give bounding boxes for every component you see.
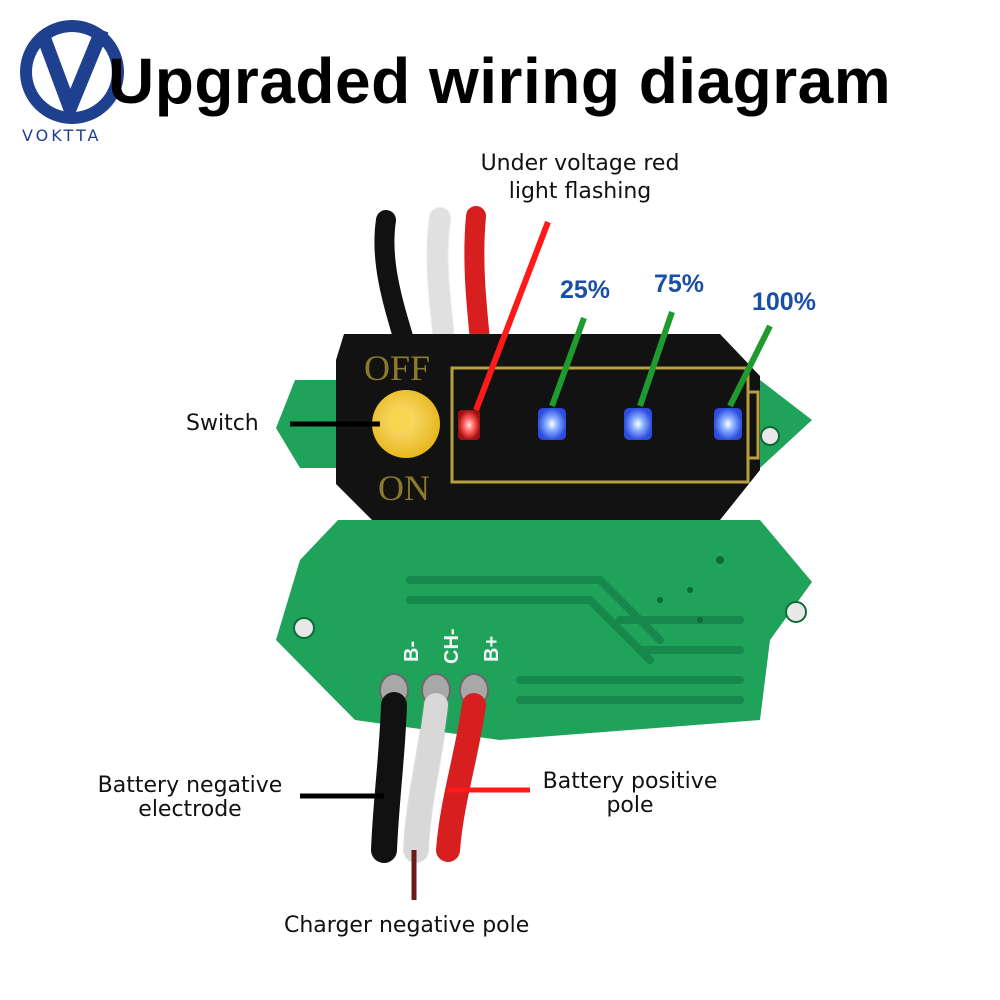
callout-under-voltage: Under voltage red light flashing [460,150,700,206]
pad-label-ch-minus: CH- [441,628,463,664]
terminal-board [276,520,812,740]
logo-mark [20,20,125,124]
red-led [458,410,480,440]
level-100-label: 100% [752,288,816,316]
pad-label-b-minus: B- [401,641,423,662]
callout-under-voltage-line1: Under voltage red [480,151,680,176]
leader-25 [549,316,587,408]
page-title: Upgraded wiring diagram [108,45,892,117]
callout-switch: Switch [186,411,259,436]
callout-battery-positive-line2: pole [606,793,654,818]
leader-under-voltage [473,220,551,412]
logo-text: VOKTTA [22,126,102,145]
blue-led-75 [624,408,652,440]
panel-on-label: ON [378,468,430,508]
level-75-label: 75% [654,270,705,298]
callout-battery-negative: Battery negative electrode [90,772,290,824]
callout-battery-positive: Battery positive pole [530,768,730,820]
level-25-label: 25% [560,276,611,304]
callout-under-voltage-line2: light flashing [508,179,652,204]
blue-led-100 [714,408,742,440]
leader-75 [637,311,675,407]
leader-100 [727,324,773,408]
callout-battery-negative-line2: electrode [138,797,242,822]
pad-label-b-plus: B+ [481,636,503,662]
top-wires [374,206,490,351]
callout-battery-positive-line1: Battery positive [542,769,718,794]
leader-lines [290,220,773,900]
callout-charger-negative: Charger negative pole [284,913,530,938]
bottom-wires [371,692,486,863]
led-row [458,408,742,440]
blue-led-25 [538,408,566,440]
panel-off-label: OFF [364,348,430,388]
callout-battery-negative-line1: Battery negative [97,773,283,798]
